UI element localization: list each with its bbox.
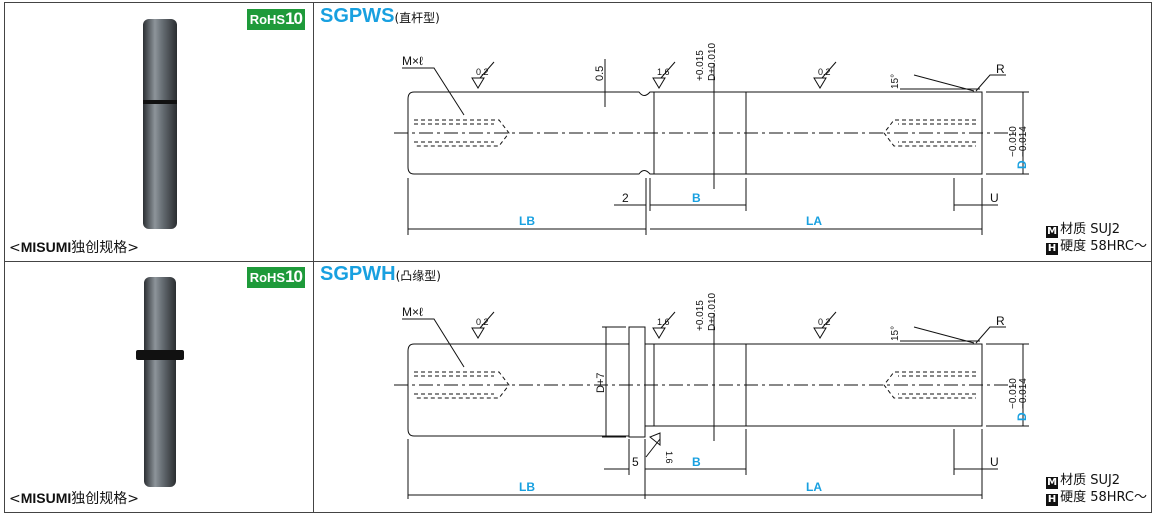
svg-text:−0.010: −0.010 xyxy=(1008,378,1019,409)
svg-text:+0.015: +0.015 xyxy=(695,50,706,81)
svg-text:1.6: 1.6 xyxy=(657,67,670,77)
technical-drawing: SGPWH(凸缘型) xyxy=(314,261,1153,512)
thread-spec-label: M×ℓ xyxy=(402,54,423,68)
straight-pin-photo xyxy=(143,19,177,229)
product-photo-panel: RoHS10 <MISUMI独创规格> xyxy=(5,3,314,261)
product-code-title: SGPWH(凸缘型) xyxy=(320,263,441,285)
svg-text:2: 2 xyxy=(622,191,629,205)
row-sgpwh: RoHS10 <MISUMI独创规格> SGPWH(凸缘型) xyxy=(5,261,1151,512)
svg-text:+0.015: +0.015 xyxy=(695,300,706,331)
svg-text:R: R xyxy=(996,314,1005,328)
svg-text:U: U xyxy=(990,191,999,205)
svg-text:LB: LB xyxy=(519,480,535,494)
svg-text:B: B xyxy=(692,455,701,469)
technical-drawing: SGPWS(直杆型) xyxy=(314,3,1153,261)
rohs-badge: RoHS10 xyxy=(246,9,305,30)
thread-spec-label: M×ℓ xyxy=(402,305,423,319)
svg-text:0.2: 0.2 xyxy=(476,317,489,327)
svg-text:0.2: 0.2 xyxy=(818,317,831,327)
svg-text:15°: 15° xyxy=(890,74,901,89)
svg-text:D: D xyxy=(1015,160,1029,169)
svg-text:5: 5 xyxy=(632,455,639,469)
drawing-svg: M×ℓ 0.2 1.6 0.2 D+7 1.6 +0.015 D+0.010 1… xyxy=(394,292,1029,499)
svg-text:D+0.010: D+0.010 xyxy=(707,292,718,331)
svg-text:LA: LA xyxy=(806,480,822,494)
product-code-title: SGPWS(直杆型) xyxy=(320,5,440,27)
flanged-pin-photo xyxy=(136,277,184,487)
svg-text:−0.014: −0.014 xyxy=(1018,126,1029,157)
svg-text:−0.010: −0.010 xyxy=(1008,126,1019,157)
material-icon: M xyxy=(1046,477,1059,489)
drawing-svg: M×ℓ 0.2 1.6 0.2 0.5 +0.015 D+0.010 15° R… xyxy=(394,42,1029,235)
hardness-icon: H xyxy=(1046,494,1059,506)
spec-sheet: RoHS10 <MISUMI独创规格> SGPWS(直杆型) xyxy=(4,2,1152,513)
svg-text:1.6: 1.6 xyxy=(657,317,670,327)
svg-text:0.2: 0.2 xyxy=(818,67,831,77)
svg-text:0.5: 0.5 xyxy=(594,66,606,81)
svg-text:LA: LA xyxy=(806,214,822,228)
svg-text:D+7: D+7 xyxy=(595,373,607,394)
svg-text:D+0.010: D+0.010 xyxy=(707,42,718,81)
svg-text:U: U xyxy=(990,455,999,469)
svg-text:0.2: 0.2 xyxy=(476,67,489,77)
hardness-icon: H xyxy=(1046,243,1059,255)
svg-text:R: R xyxy=(996,62,1005,76)
svg-text:B: B xyxy=(692,191,701,205)
photo-caption: <MISUMI独创规格> xyxy=(9,490,140,507)
product-photo-panel: RoHS10 <MISUMI独创规格> xyxy=(5,261,314,512)
svg-text:LB: LB xyxy=(519,214,535,228)
svg-text:1.6: 1.6 xyxy=(664,451,674,464)
svg-text:15°: 15° xyxy=(890,326,901,341)
row-sgpws: RoHS10 <MISUMI独创规格> SGPWS(直杆型) xyxy=(5,3,1151,262)
rohs-badge: RoHS10 xyxy=(246,267,305,288)
photo-caption: <MISUMI独创规格> xyxy=(9,239,140,256)
material-icon: M xyxy=(1046,226,1059,238)
svg-text:D: D xyxy=(1015,412,1029,421)
svg-text:−0.014: −0.014 xyxy=(1018,378,1029,409)
